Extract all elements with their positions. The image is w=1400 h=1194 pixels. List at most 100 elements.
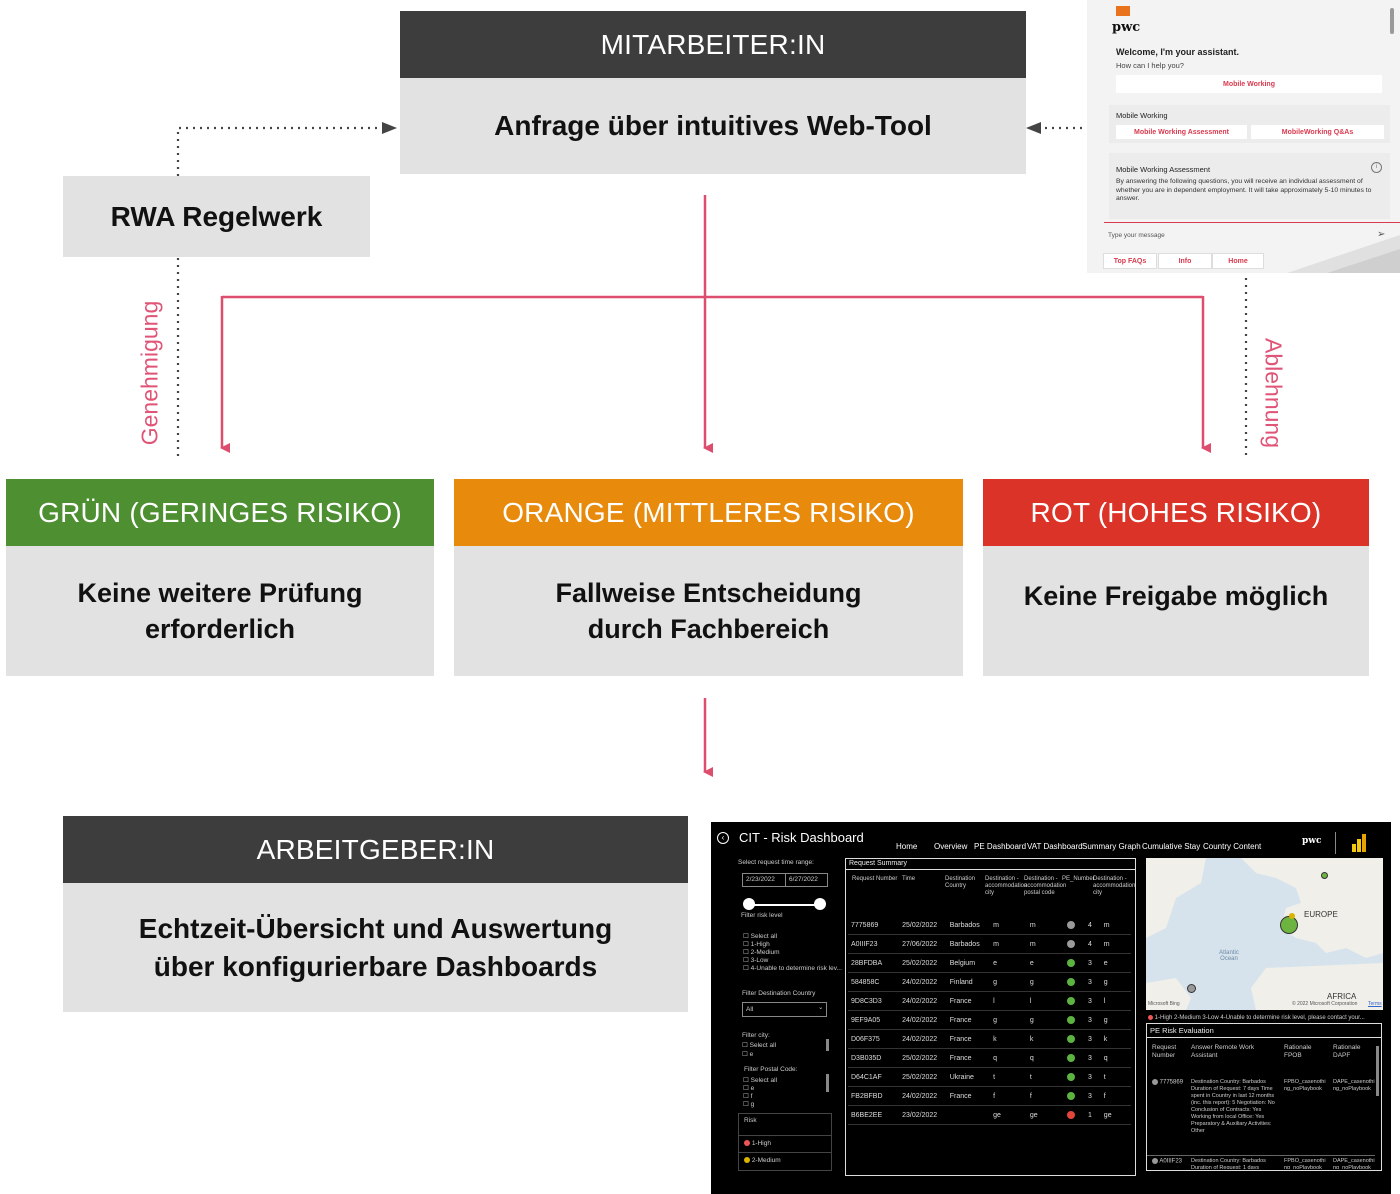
nav-vat-dashboard[interactable]: VAT Dashboard — [1027, 842, 1083, 851]
row-request-number: D64C1AF — [848, 1067, 900, 1087]
mobile-working-assessment-button[interactable]: Mobile Working Assessment — [1116, 125, 1247, 139]
postal-option-g[interactable]: ☐ g — [743, 1101, 755, 1108]
col-pe-number[interactable]: PE_Number — [1062, 876, 1095, 882]
risk-option-medium[interactable]: ☐ 2-Medium — [743, 949, 780, 956]
nav-overview[interactable]: Overview — [934, 842, 968, 851]
postal-option-select-all[interactable]: ☐ Select all — [743, 1077, 778, 1084]
col-time[interactable]: Time — [902, 876, 916, 882]
risk-dot — [1066, 959, 1075, 967]
postal-option-f[interactable]: ☐ f — [743, 1093, 753, 1100]
row-request-number: D3B035D — [848, 1048, 900, 1068]
city-option-e[interactable]: ☐ e — [742, 1051, 754, 1058]
date-slider-track[interactable] — [748, 904, 822, 906]
info-icon[interactable]: i — [1371, 162, 1382, 173]
col-postal-code[interactable]: Destination - accommodation postal code — [1024, 876, 1067, 896]
row-request-number: FB2BFBD — [848, 1086, 900, 1106]
row-risk-indicator — [1063, 1048, 1085, 1068]
row-date: 25/02/2022 — [899, 1048, 947, 1068]
row-pe-number: 3 — [1084, 953, 1101, 973]
postal-option-e[interactable]: ☐ e — [743, 1085, 755, 1092]
tab-home[interactable]: Home — [1212, 253, 1264, 269]
eval-col-fpob[interactable]: Rationale FPOB — [1284, 1044, 1312, 1059]
orange-risk-body: Fallweise Entscheidung durch Fachbereich — [454, 546, 963, 676]
chevron-down-icon[interactable]: ⌄ — [818, 1004, 824, 1011]
employee-header: MITARBEITER:IN — [400, 11, 1026, 78]
risk-list-high[interactable]: 1-High — [744, 1140, 771, 1147]
row-accommodation-city: l — [990, 991, 1027, 1011]
chat-message-input[interactable]: Type your message — [1108, 232, 1165, 239]
risk-map[interactable]: EUROPE Atlantic Ocean AFRICA Microsoft B… — [1146, 858, 1383, 1010]
row-country — [946, 1105, 991, 1125]
nav-summary-graph[interactable]: Summary Graph — [1082, 842, 1141, 851]
eval-col-dapf[interactable]: Rationale DAPF — [1333, 1044, 1361, 1059]
risk-level-options: ☐ Select all ☐ 1-High ☐ 2-Medium ☐ 3-Low… — [743, 932, 842, 972]
row-risk-indicator — [1063, 972, 1085, 992]
chat-card-text: By answering the following questions, yo… — [1116, 178, 1372, 202]
risk-option-select-all[interactable]: ☐ Select all — [743, 933, 778, 940]
risk-list-medium[interactable]: 2-Medium — [744, 1157, 781, 1164]
row-request-number: 9D8C3D3 — [848, 991, 900, 1011]
col-request-number[interactable]: Request Number — [852, 876, 898, 882]
nav-country-content[interactable]: Country Content — [1203, 842, 1262, 851]
city-option-select-all[interactable]: ☐ Select all — [742, 1042, 777, 1049]
row-date: 24/02/2022 — [899, 991, 947, 1011]
eval-col-answer[interactable]: Answer Remote Work Assistant — [1191, 1044, 1255, 1059]
col-accommodation-city[interactable]: Destination - accommodation city — [985, 876, 1028, 896]
map-marker-france[interactable] — [1280, 916, 1298, 934]
eval-col-request-number[interactable]: Request Number — [1152, 1044, 1177, 1059]
evaluation-scrollbar[interactable] — [1376, 1046, 1379, 1096]
row-date: 25/02/2022 — [899, 916, 947, 935]
mobile-working-button[interactable]: Mobile Working — [1116, 75, 1382, 93]
eval-row2-answer: Destination Country: Barbados Duration o… — [1191, 1158, 1266, 1169]
map-label-africa: AFRICA — [1327, 992, 1357, 1001]
risk-option-high[interactable]: ☐ 1-High — [743, 941, 770, 948]
nav-home[interactable]: Home — [896, 842, 918, 851]
employer-text-line2: über konfigurierbare Dashboards — [153, 950, 598, 982]
date-slider-handle-end[interactable] — [814, 898, 826, 910]
red-risk-body: Keine Freigabe möglich — [983, 546, 1369, 676]
tab-info[interactable]: Info — [1158, 253, 1212, 269]
date-from-input[interactable]: 2/23/2022 — [742, 873, 786, 887]
map-terms-link[interactable]: Terms — [1368, 1001, 1382, 1007]
postal-scrollbar[interactable] — [826, 1074, 829, 1092]
chat-scrollbar[interactable] — [1390, 8, 1394, 34]
date-to-input[interactable]: 6/27/2022 — [785, 873, 828, 887]
eval-row2-id: A0IIIF23 — [1152, 1158, 1182, 1165]
map-marker-finland[interactable] — [1321, 872, 1328, 879]
date-slider-handle-start[interactable] — [743, 898, 755, 910]
country-filter-select[interactable]: All — [742, 1002, 827, 1017]
tab-top-faqs[interactable]: Top FAQs — [1103, 253, 1157, 269]
send-icon[interactable]: ➢ — [1377, 229, 1386, 240]
back-icon[interactable]: ‹ — [717, 832, 729, 844]
risk-dot — [1066, 940, 1075, 948]
risk-dot — [1066, 1016, 1075, 1024]
nav-pe-dashboard[interactable]: PE Dashboard — [974, 842, 1027, 851]
row-postal-code: m — [1026, 934, 1064, 954]
row-date: 24/02/2022 — [899, 1010, 947, 1030]
mobile-working-qa-button[interactable]: MobileWorking Q&As — [1251, 125, 1384, 139]
col-accommodation-city-2[interactable]: Destination - accommodation city — [1093, 876, 1136, 896]
map-marker-medium[interactable] — [1289, 913, 1295, 919]
risk-list-label: Risk — [744, 1117, 757, 1124]
map-legend: 1-High 2-Medium 3-Low 4-Unable to determ… — [1148, 1015, 1365, 1021]
dotted-arrowhead-right — [382, 122, 397, 134]
risk-option-unable[interactable]: ☐ 4-Unable to determine risk lev... — [743, 965, 842, 972]
city-scrollbar[interactable] — [826, 1039, 829, 1051]
risk-option-low[interactable]: ☐ 3-Low — [743, 957, 769, 964]
nav-cumulative-stay[interactable]: Cumulative Stay — [1142, 842, 1201, 851]
col-destination-country[interactable]: Destination Country — [945, 876, 976, 889]
row-risk-indicator — [1063, 991, 1085, 1011]
row-risk-indicator — [1063, 916, 1085, 935]
map-marker-barbados[interactable] — [1187, 984, 1196, 993]
